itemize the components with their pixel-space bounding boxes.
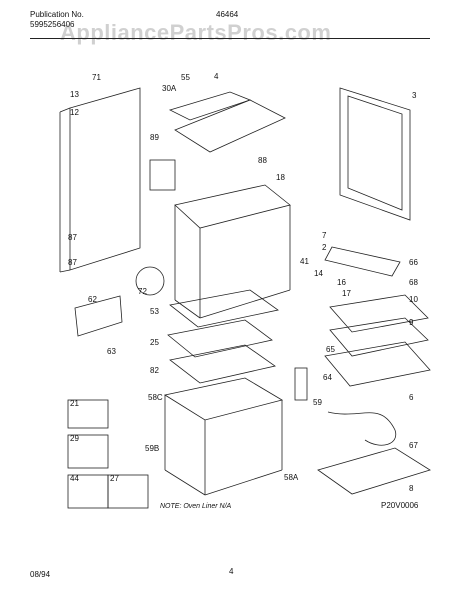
part-label-21: 21 <box>70 399 79 408</box>
part-label-18: 18 <box>276 173 285 182</box>
part-label-9: 9 <box>409 318 414 327</box>
panel-82 <box>169 344 276 384</box>
part-label-64: 64 <box>323 373 332 382</box>
part-label-59b: 59B <box>145 444 159 453</box>
part-label-58c: 58C <box>148 393 163 402</box>
oven-cabinet <box>174 184 291 229</box>
publication-number: 5995256406 <box>30 20 75 29</box>
part-label-25: 25 <box>150 338 159 347</box>
control-bracket <box>149 159 176 191</box>
part-label-71: 71 <box>92 73 101 82</box>
part-label-4: 4 <box>214 72 219 81</box>
part-label-27: 27 <box>110 474 119 483</box>
model-number: 46464 <box>216 10 239 19</box>
part-label-30a: 30A <box>162 84 177 93</box>
part-label-2: 2 <box>322 243 327 252</box>
oven-liner-note: NOTE: Oven Liner N/A <box>160 503 232 510</box>
top-panel <box>174 99 286 153</box>
footer-date: 08/94 <box>30 570 51 579</box>
publication-label: Publication No. <box>30 10 84 19</box>
inset-box-29 <box>67 434 109 469</box>
switch-block <box>74 295 123 337</box>
part-label-58a: 58A <box>284 473 299 482</box>
oven-door <box>339 87 411 221</box>
diagram-code: P20V0006 <box>381 501 419 510</box>
part-label-3: 3 <box>412 91 417 100</box>
part-label-67: 67 <box>409 441 418 450</box>
part-label-65: 65 <box>326 345 335 354</box>
part-label-13: 13 <box>70 90 79 99</box>
sensor-cord <box>327 411 397 446</box>
storage-drawer <box>163 377 284 421</box>
panel-25 <box>167 319 273 358</box>
part-label-14: 14 <box>314 269 323 278</box>
part-label-63: 63 <box>107 347 116 356</box>
part-label-87-lower: 87 <box>68 258 77 267</box>
part-label-66: 66 <box>409 258 418 267</box>
part-label-8: 8 <box>409 484 414 493</box>
part-label-29: 29 <box>70 434 79 443</box>
footer-page-number: 4 <box>229 567 234 576</box>
part-label-6: 6 <box>409 393 414 402</box>
part-label-87-upper: 87 <box>68 233 77 242</box>
oven-rack <box>324 341 431 387</box>
watermark: AppliancePartsPros.com <box>60 20 332 45</box>
part-label-17: 17 <box>342 289 351 298</box>
part-label-68: 68 <box>409 278 418 287</box>
bake-element <box>324 246 401 277</box>
part-label-7: 7 <box>322 231 327 240</box>
thermostat <box>294 367 308 401</box>
knob <box>135 266 165 296</box>
broil-grid <box>329 317 429 357</box>
part-label-88: 88 <box>258 156 267 165</box>
broil-pan <box>329 294 429 333</box>
inset-box-27 <box>107 474 149 509</box>
part-label-59: 59 <box>313 398 322 407</box>
part-label-44: 44 <box>70 474 79 483</box>
part-label-53: 53 <box>150 307 159 316</box>
inset-box-21 <box>67 399 109 429</box>
insulation <box>169 289 279 328</box>
header-rule <box>30 38 430 39</box>
part-label-10: 10 <box>409 295 418 304</box>
part-label-16: 16 <box>337 278 346 287</box>
side-panel <box>69 87 141 271</box>
part-label-72: 72 <box>138 287 147 296</box>
part-label-62: 62 <box>88 295 97 304</box>
part-label-89: 89 <box>150 133 159 142</box>
part-label-41: 41 <box>300 257 309 266</box>
bottom-tray <box>317 447 431 495</box>
part-label-12: 12 <box>70 108 79 117</box>
part-label-82: 82 <box>150 366 159 375</box>
part-label-55: 55 <box>181 73 190 82</box>
